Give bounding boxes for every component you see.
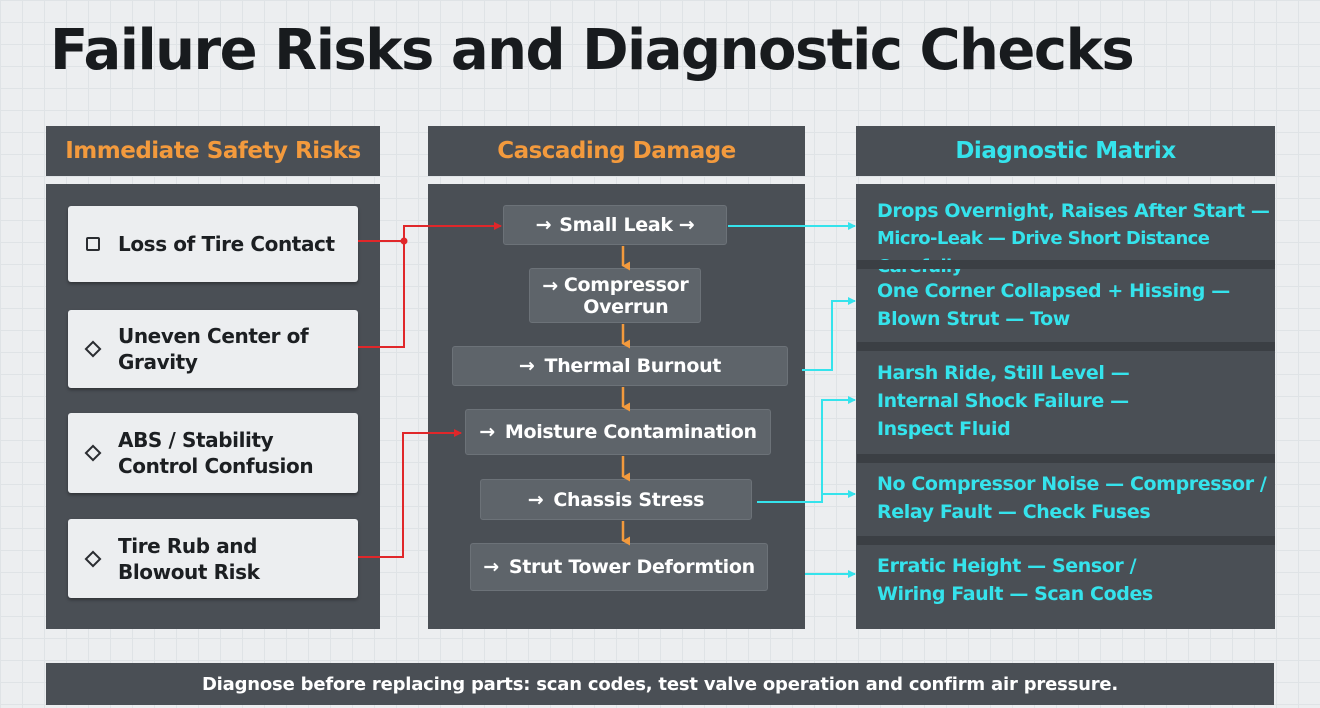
diag-line: Relay Fault — Check Fuses xyxy=(877,501,1151,523)
step-label: Thermal Burnout xyxy=(544,355,722,377)
diag-blown-strut: One Corner Collapsed + Hissing — Blown S… xyxy=(857,269,1275,339)
step-label: Chassis Stress xyxy=(553,488,705,511)
step-chassis-stress: → Chassis Stress xyxy=(480,479,752,520)
diagnostic-header: Diagnostic Matrix xyxy=(856,126,1275,176)
step-thermal-burnout: → Thermal Burnout xyxy=(452,346,788,386)
step-moisture-contamination: → Moisture Contamination xyxy=(465,409,771,455)
diag-line: Inspect Fluid xyxy=(877,418,1011,440)
diagnostic-heading: Diagnostic Matrix xyxy=(955,138,1176,164)
step-label: Small Leak xyxy=(559,214,673,236)
step-label: Moisture Contamination xyxy=(504,421,757,443)
footer-text: Diagnose before replacing parts: scan co… xyxy=(201,673,1119,695)
diagnostic-panel xyxy=(856,184,1275,629)
red-connectors xyxy=(358,222,502,558)
diag-sensor-wiring: Erratic Height — Sensor / Wiring Fault —… xyxy=(857,545,1275,625)
risk-label: Uneven Center of Gravity xyxy=(118,324,309,374)
diag-shock-failure: Harsh Ride, Still Level — Internal Shock… xyxy=(857,351,1275,451)
step-strut-tower-deformation: → Strut Tower Deformtion xyxy=(470,543,768,591)
page-title: Failure Risks and Diagnostic Checks xyxy=(50,18,1135,83)
diag-line: One Corner Collapsed + Hissing — xyxy=(877,280,1230,302)
risk-card-tire-rub: Tire Rub and Blowout Risk xyxy=(68,519,358,598)
diag-relay-fault: No Compressor Noise — Compressor / Relay… xyxy=(857,463,1275,538)
arrow-icon: → xyxy=(535,214,552,236)
connector-center-gravity xyxy=(358,222,502,348)
arrow-icon: → xyxy=(483,556,499,578)
risks-panel: Loss of Tire Contact Uneven Center of Gr… xyxy=(46,184,380,629)
divider xyxy=(857,536,1275,545)
step-compressor-overrun: → Compressor Overrun xyxy=(529,268,701,323)
footer-bar: Diagnose before replacing parts: scan co… xyxy=(46,663,1274,705)
arrow-icon: → xyxy=(518,355,535,377)
divider xyxy=(857,454,1275,463)
step-small-leak: → Small Leak → xyxy=(503,205,727,245)
diag-line: Blown Strut — Tow xyxy=(877,308,1070,330)
risk-card-abs-stability: ABS / Stability Control Confusion xyxy=(68,413,358,493)
diag-micro-leak: Drops Overnight, Raises After Start — Mi… xyxy=(857,195,1275,277)
divider xyxy=(857,260,1275,269)
step-label: Compressor Overrun xyxy=(563,273,689,318)
diag-line: Wiring Fault — Scan Codes xyxy=(877,583,1153,605)
square-icon xyxy=(86,237,100,251)
arrow-icon: → xyxy=(479,421,495,443)
arrow-icon: → xyxy=(542,275,558,297)
cascade-heading: Cascading Damage xyxy=(497,138,736,164)
connector-thermal xyxy=(802,297,856,371)
junction-dot xyxy=(400,237,408,245)
diag-line: Internal Shock Failure — xyxy=(877,390,1129,412)
risk-label: ABS / Stability Control Confusion xyxy=(118,428,314,478)
connector-tire-rub xyxy=(358,429,462,558)
diag-line: Drops Overnight, Raises After Start — xyxy=(877,200,1270,222)
risk-label: Tire Rub and Blowout Risk xyxy=(118,533,260,584)
arrow-icon: → xyxy=(678,214,695,236)
arrow-icon: → xyxy=(527,488,544,511)
cascade-header: Cascading Damage xyxy=(428,126,805,176)
risks-heading: Immediate Safety Risks xyxy=(65,138,361,164)
diag-line: Harsh Ride, Still Level — xyxy=(877,362,1130,384)
risk-card-center-of-gravity: Uneven Center of Gravity xyxy=(68,310,358,388)
diag-line: No Compressor Noise — Compressor / xyxy=(877,473,1267,495)
risk-label: Loss of Tire Contact xyxy=(118,232,335,256)
risk-card-tire-contact: Loss of Tire Contact xyxy=(68,206,358,282)
risks-header: Immediate Safety Risks xyxy=(46,126,380,176)
cyan-connectors xyxy=(728,222,856,578)
step-label: Strut Tower Deformtion xyxy=(508,556,755,578)
diag-line: Erratic Height — Sensor / xyxy=(877,555,1137,577)
divider xyxy=(857,342,1275,351)
connector-chassis xyxy=(757,396,856,503)
